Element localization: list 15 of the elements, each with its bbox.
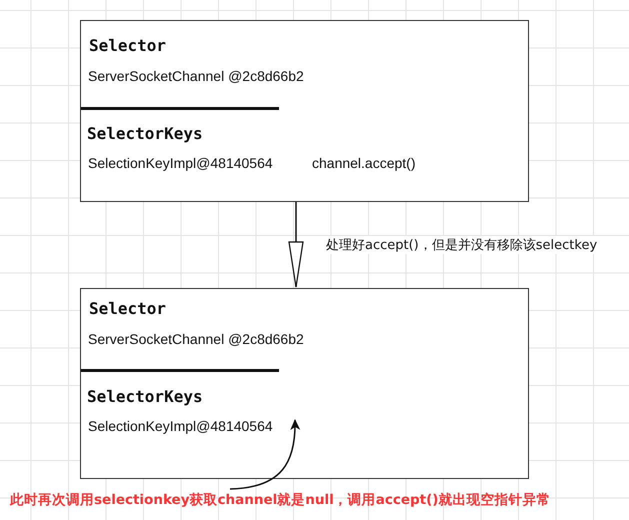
object-text: ServerSocketChannel @2c8d66b2 [88,68,304,84]
object-text: SelectionKeyImpl@48140564 [88,155,273,171]
object-text: ServerSocketChannel @2c8d66b2 [88,331,304,347]
curved-arrow [230,419,300,490]
heading: SelectorKeys [87,124,203,143]
arrow [288,202,304,288]
class-box [80,20,529,202]
class-box [80,288,529,479]
heading: Selector [89,299,166,318]
method-call-text: channel.accept() [312,155,416,171]
warning-note: 此时再次调用selectionkey获取channel就是null，调用accept()就出现空指针异常 [10,491,590,511]
edge-label: 处理好accept()，但是并没有移除该selectkey [325,236,598,254]
heading: Selector [89,36,166,55]
heading: SelectorKeys [87,387,203,406]
object-text: SelectionKeyImpl@48140564 [88,418,273,434]
